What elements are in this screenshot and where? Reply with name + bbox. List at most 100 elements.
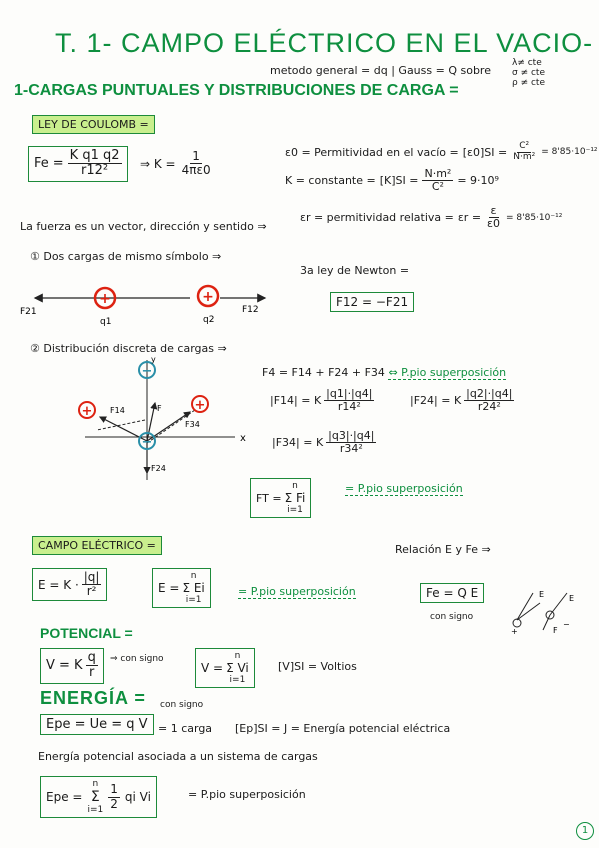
k-text: K = constante = [285,174,376,188]
v-unit: [V]SI = Voltios [278,660,357,673]
q4-sign: − [142,435,153,450]
f-label: F [157,404,162,413]
k-value: = 9·10⁹ [457,174,499,188]
newton-label: 3a ley de Newton = [300,264,410,277]
section-heading-1: 1-CARGAS PUNTUALES Y DISTRIBUCIONES DE C… [14,82,459,99]
ep-formula: Epe = Ue = q V [40,714,154,735]
k-unit: [K]SI = [379,174,419,188]
f14-label: F14 [110,406,125,415]
f-vector-plus [516,602,541,621]
system-note: Energía potencial asociada a un sistema … [38,750,318,763]
f34-magnitude: |F34| = K |q3|·|q4|r34² [272,429,377,456]
plus-sign: + [511,627,518,635]
eps0-unit-den: N·m² [513,151,536,162]
case1-label: ① Dos cargas de mismo símbolo ⇒ [30,250,222,263]
charge-q2 [138,361,156,379]
ft-arrow [146,401,158,442]
eps-den: 2 [110,796,118,811]
f14-num: |q1|·|q4| [324,387,375,402]
eps-bot: i=1 [87,805,104,815]
q1-sign: + [82,404,93,419]
two-charges-diagram: + + F21 F12 q1 q2 [20,284,267,327]
campo-label: CAMPO ELÉCTRICO = [32,536,162,555]
e-note: = P.pio superposición [238,585,356,599]
k-num: 1 [190,149,202,165]
v-eq: V = K [46,658,83,674]
f21-label: F21 [20,307,37,317]
coulomb-lhs: Fe [34,156,49,172]
eps-top: n [92,779,99,789]
f14-abs: |F14| = K [270,394,322,408]
y-axis-label: y [151,355,156,364]
v-top: n [234,651,241,661]
sum-forces-eq: F4 = F14 + F24 + F34 [262,366,385,379]
x-axis-label: x [240,433,246,444]
dashed-line-1 [96,419,146,431]
q1-label: q1 [100,317,111,327]
ep-unit: [Ep]SI = J = Energía potencial eléctrica [235,722,451,735]
f24-den: r24² [477,400,501,414]
coulomb-num: K q1 q2 [67,148,122,165]
ft-top: n [292,481,298,491]
f34-num: |q3|·|q4| [326,429,377,444]
charge-q2 [196,284,220,308]
v-bot: i=1 [229,675,246,685]
sign-note: con signo [430,612,474,622]
f14-magnitude: |F14| = K |q1|·|q4|r14² [270,387,375,414]
eps0-unit-num: C² [517,141,532,153]
eps0-value: = 8'85·10⁻¹² [541,147,598,158]
e-vector-label: E [539,590,544,599]
discrete-charges-diagram: − − + + x y F14 F34 F24 F [78,355,246,480]
eps0-line: ε0 = Permitividad en el vacío = [ε0]SI =… [285,141,598,163]
potencial-label: POTENCIAL = [40,625,133,641]
v-note: ⇒ con signo [110,654,164,664]
f24-num: |q2|·|q4| [464,387,515,402]
er-text: εr = permitividad relativa = [300,211,454,225]
v-sum: Σ Vi [226,661,249,675]
v-num: q [85,650,98,667]
f24-magnitude: |F24| = K |q2|·|q4|r24² [410,387,515,414]
q2-label: q2 [203,315,214,325]
eps-sum: Σ [90,789,100,805]
minus-sign: − [563,620,570,629]
v-den: r [89,665,95,681]
f14-den: r14² [337,400,361,414]
f34-label: F34 [185,420,200,429]
q2-sign: − [142,364,153,379]
coulomb-label: LEY DE COULOMB = [32,115,155,134]
energia-label: ENERGÍA = [40,688,146,708]
eps-note: = P.pio superposición [188,788,306,801]
eps0-unit: [ε0]SI = [462,145,508,159]
e-top: n [190,571,197,581]
eps-lhs: Epe = [46,790,83,804]
energia-sign-note: con signo [160,700,204,710]
k-den: 4πε0 [181,163,211,178]
newton-equation: F12 = −F21 [330,292,415,312]
ft-note: = P.pio superposición [345,482,463,496]
case2-label: ② Distribución discreta de cargas ⇒ [30,342,227,355]
eps0-text: ε0 = Permitividad en el vacío = [285,145,459,159]
k-prefix: ⇒ K = [140,156,176,171]
er-value: = 8'85·10⁻¹² [506,212,563,223]
e-sum: Σ Ei [182,581,205,595]
ep-note: = 1 carga [158,722,213,735]
plus-charge [512,618,522,628]
v-sum-lhs: V = [201,661,224,675]
eps-num: 1 [108,782,120,798]
ft-bot: i=1 [287,505,303,515]
relation-label: Relación E y Fe ⇒ [395,543,491,556]
sum-forces-line: F4 = F14 + F24 + F34 ⇔ P.pio superposici… [262,366,507,380]
e-f-direction-diagram: + − E E F [511,590,574,635]
e-formula: E = K · |q|r² [32,568,108,602]
e-num: |q| [81,570,102,586]
e-sum-lhs: E = [158,581,180,595]
minus-charge [545,610,555,620]
f34-den: r34² [339,442,363,456]
q3-sign: + [195,398,206,413]
